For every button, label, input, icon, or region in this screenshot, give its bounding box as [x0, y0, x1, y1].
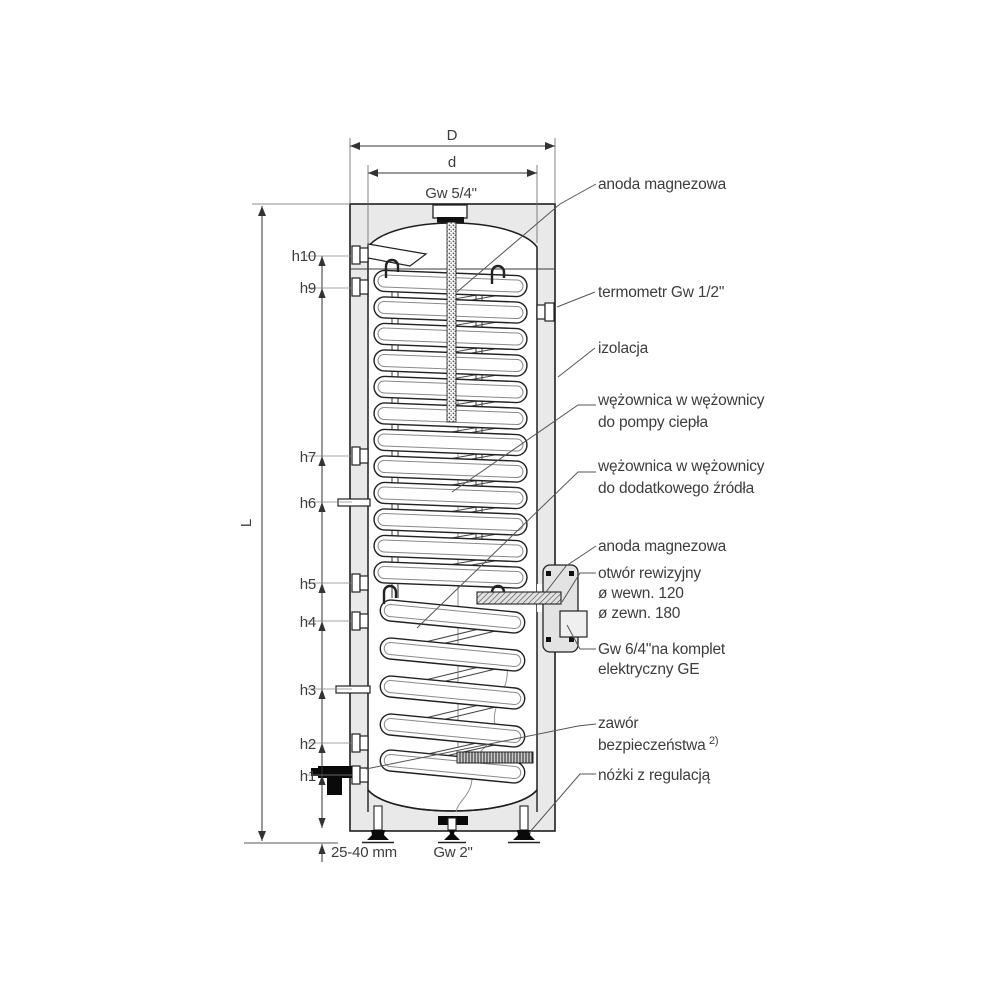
- callout-insulation: izolacja: [598, 340, 649, 357]
- callout-anode-top: anoda magnezowa: [598, 176, 727, 193]
- coil-turn-lower: [379, 675, 526, 710]
- coil-turn-upper: [373, 508, 528, 536]
- gw64-stub: [559, 610, 588, 638]
- height-label-h4: h4: [300, 614, 316, 631]
- coil-pipe-hook: [382, 584, 398, 604]
- height-label-h2: h2: [300, 736, 316, 753]
- callout-gw64: elektryczny GE: [598, 661, 699, 678]
- height-arrow-up: [318, 456, 326, 466]
- port-flange: [359, 613, 369, 629]
- callout-safety-valve-footnote: 2): [709, 735, 718, 747]
- flange-bolt: [569, 571, 574, 576]
- coil-turn-upper: [373, 481, 528, 510]
- adjustable-feet: [362, 805, 540, 844]
- height-arrow-up: [318, 775, 326, 785]
- top-fitting-gw54: [432, 204, 468, 219]
- coil-pipe-hook: [384, 258, 400, 278]
- stub-h6: [337, 498, 371, 507]
- height-arrow-down: [318, 818, 326, 828]
- callout-leaders: [365, 183, 597, 834]
- port-flange: [359, 247, 369, 263]
- revision-flange: [476, 564, 588, 653]
- dim-bottom-fitting: Gw 2": [433, 844, 472, 861]
- callout-coil-heatpump: do pompy ciepła: [598, 414, 708, 431]
- height-label-h9: h9: [300, 280, 316, 297]
- height-arrows: [318, 256, 326, 854]
- height-arrow-up: [318, 502, 326, 512]
- foot-range-arrow-up: [318, 844, 326, 854]
- dimension-lines: [244, 138, 556, 862]
- thermometer-port: [536, 304, 546, 320]
- callout-feet: nóżki z regulacją: [598, 767, 711, 784]
- height-arrow-up: [318, 743, 326, 753]
- thermometer-port: [544, 302, 555, 322]
- coil-turn-lower: [379, 637, 526, 672]
- coil-turn-upper: [373, 534, 528, 563]
- callout-coil-heatpump: wężownica w wężownicy: [597, 392, 765, 409]
- port-flange: [359, 279, 369, 295]
- port-flange: [351, 573, 361, 593]
- callout-revision-hole: ø zewn. 180: [598, 605, 681, 622]
- tank-dished-bottom: [367, 789, 538, 812]
- port-flange: [359, 575, 369, 591]
- stub-h3: [335, 685, 371, 694]
- flange-bolt: [546, 637, 551, 642]
- height-arrow-up: [318, 288, 326, 298]
- dim-foot-range: 25-40 mm: [331, 844, 397, 861]
- callout-safety-valve: bezpieczeństwa: [598, 737, 706, 754]
- port-flange: [359, 735, 369, 751]
- flange-bolt: [569, 637, 574, 642]
- height-arrow-up: [318, 583, 326, 593]
- callout-revision-hole: otwór rewizyjny: [598, 565, 701, 582]
- height-label-h1: h1: [300, 768, 316, 785]
- port-flange: [351, 765, 361, 785]
- port-flange: [351, 733, 361, 753]
- top-fitting-cap: [437, 217, 464, 223]
- coil-pipe-hook: [490, 264, 506, 284]
- height-label-h3: h3: [300, 682, 316, 699]
- coil-turn-lower: [379, 599, 526, 634]
- port-flange: [359, 767, 369, 783]
- port-flange: [351, 245, 361, 265]
- coil-turn-upper: [373, 561, 528, 589]
- port-flange: [351, 611, 361, 631]
- coil-pipe-hook: [490, 584, 506, 604]
- callout-coil-aux: do dodatkowego źródła: [598, 480, 755, 497]
- magnesium-anode-side: [476, 591, 562, 605]
- dim-total-height: L: [238, 519, 255, 527]
- electric-heater-ge: [456, 751, 534, 764]
- dim-top-fitting: Gw 5/4": [425, 185, 476, 202]
- coil-turn-upper: [373, 455, 528, 483]
- safety-valve: [311, 766, 352, 795]
- height-label-h7: h7: [300, 449, 316, 466]
- magnesium-anode-top: [446, 221, 457, 423]
- callout-safety-valve: zawór: [598, 715, 638, 732]
- labels: D d Gw 5/4" L 25-40 mm Gw 2" h10 h9 h7 h…: [238, 127, 765, 861]
- callout-gw64: Gw 6/4"na komplet: [598, 641, 726, 658]
- port-flange: [351, 277, 361, 297]
- height-label-h10: h10: [292, 248, 316, 265]
- callout-anode-side: anoda magnezowa: [598, 538, 727, 555]
- callout-revision-hole: ø wewn. 120: [598, 585, 684, 602]
- height-label-h6: h6: [300, 495, 316, 512]
- callout-thermometer: termometr Gw 1/2": [598, 284, 724, 301]
- height-arrow-up: [318, 621, 326, 631]
- callout-coil-aux: wężownica w wężownicy: [597, 458, 765, 475]
- coil-turn-lower: [379, 713, 526, 748]
- flange-bolt: [546, 571, 551, 576]
- dim-outer-diameter: D: [447, 127, 458, 144]
- height-arrow-up: [318, 256, 326, 266]
- height-arrow-up: [318, 689, 326, 699]
- height-extension-lines: [306, 255, 352, 776]
- port-flange: [351, 446, 361, 466]
- height-label-h5: h5: [300, 576, 316, 593]
- port-flange: [359, 448, 369, 464]
- side-ports: [351, 245, 555, 785]
- coil-turn-upper: [373, 428, 528, 457]
- dim-inner-diameter: d: [448, 154, 456, 171]
